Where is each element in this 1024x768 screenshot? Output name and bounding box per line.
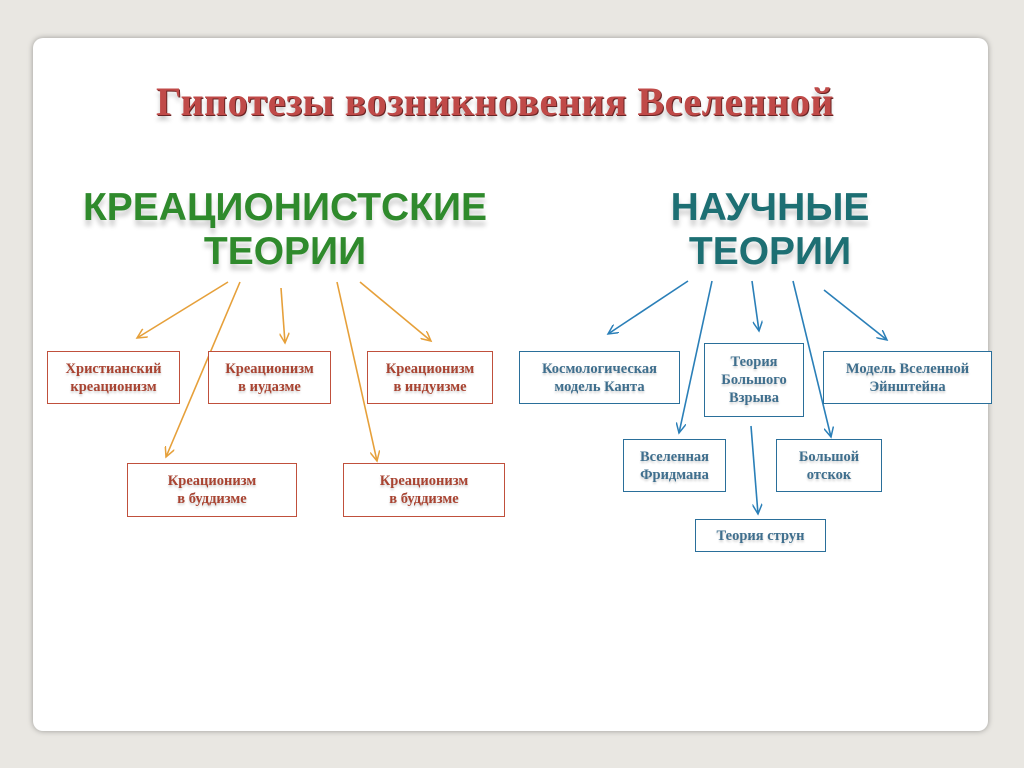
arrow-to-kant (608, 280, 689, 334)
node-line: Взрыва (729, 390, 779, 406)
node-creationism-buddhism-2: Креационизм в буддизме (343, 463, 505, 517)
creationist-heading-line2: ТЕОРИИ (203, 230, 367, 273)
node-christian-creationism: Христианский креационизм (47, 351, 180, 404)
node-line: Большого (721, 372, 787, 388)
node-line: Креационизм (225, 360, 314, 377)
creationist-heading-line1: КРЕАЦИОНИСТСКИЕ (82, 186, 488, 229)
node-line: Креационизм (167, 473, 257, 489)
node-creationism-judaism: Креационизм в иудазме (208, 351, 331, 404)
node-big-bounce: Большой отскок (776, 439, 882, 492)
node-big-bang-theory: Теория Большого Взрыва (704, 343, 804, 417)
arrow-to-big-bang (751, 280, 759, 331)
node-string-theory: Теория струн (695, 519, 826, 552)
node-line: в иудазме (238, 378, 301, 395)
arrow-to-einstein (823, 289, 887, 340)
node-line: Вселенная (639, 448, 710, 465)
node-line: в буддизме (177, 491, 247, 507)
node-creationism-buddhism-1: Креационизм в буддизме (127, 463, 297, 517)
page-title: Гипотезы возникновения Вселенной (156, 79, 834, 124)
node-line: в буддизме (389, 491, 459, 507)
node-line: модель Канта (554, 378, 645, 395)
node-kant-model: Космологическая модель Канта (519, 351, 680, 404)
scientific-heading-line1: НАУЧНЫЕ (670, 186, 870, 229)
node-line: Креационизм (385, 360, 475, 377)
node-creationism-hinduism: Креационизм в индуизме (367, 351, 493, 404)
arrow-to-friedmann (679, 280, 713, 433)
arrow-to-buddhism-1 (166, 281, 241, 457)
arrow-to-christian (137, 281, 229, 338)
node-line: Теория (730, 354, 778, 370)
node-line: Большой (798, 448, 860, 465)
arrow-to-buddhism-2 (336, 281, 377, 461)
scientific-heading-line2: ТЕОРИИ (688, 230, 852, 273)
node-line: Фридмана (640, 466, 709, 483)
arrow-to-big-bounce (792, 280, 831, 437)
node-line: Теория струн (716, 527, 805, 544)
node-friedmann-universe: Вселенная Фридмана (623, 439, 726, 492)
node-line: в индуизме (393, 378, 467, 395)
arrow-to-strings (750, 425, 758, 514)
arrow-to-judaism (281, 287, 285, 343)
arrow-to-hinduism (359, 281, 431, 341)
node-line: Креационизм (379, 473, 469, 489)
node-line: Христианский (65, 360, 162, 377)
node-line: Космологическая (541, 360, 657, 377)
node-line: креационизм (70, 378, 157, 395)
node-line: Модель Вселенной (845, 360, 970, 377)
scientific-theories-heading: НАУЧНЫЕ ТЕОРИИ (650, 186, 890, 274)
node-line: отскок (806, 466, 852, 483)
node-line: Эйнштейна (869, 378, 946, 395)
node-einstein-model: Модель Вселенной Эйнштейна (823, 351, 992, 404)
creationist-theories-heading: КРЕАЦИОНИСТСКИЕ ТЕОРИИ (70, 186, 500, 274)
